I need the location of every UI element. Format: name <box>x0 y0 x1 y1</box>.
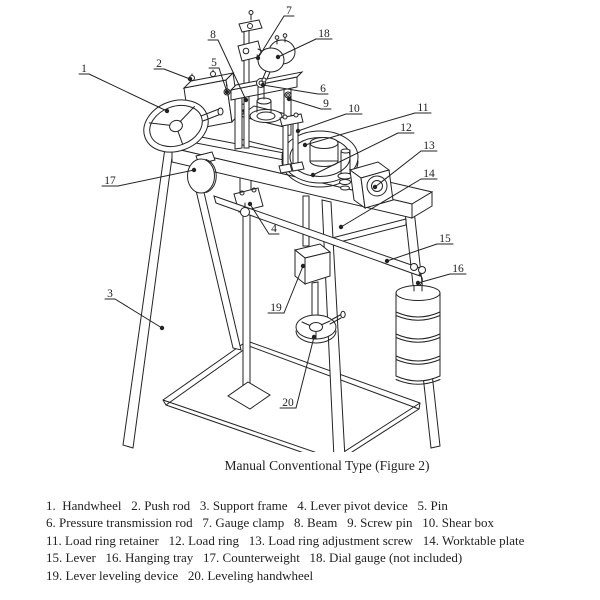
callout-17-leader <box>117 169 195 187</box>
rod-top-bracket <box>238 10 263 33</box>
callout-13-leader <box>374 150 422 188</box>
callout-5-dot <box>224 89 230 95</box>
callout-6-leader <box>262 84 319 95</box>
legend-line-4: 15. Lever 16. Hanging tray 17. Counterwe… <box>46 550 463 566</box>
callout-20-dot <box>311 334 317 340</box>
counterweight <box>187 151 217 194</box>
callout-18-leader <box>277 38 317 58</box>
callout-14-leader <box>340 178 422 228</box>
callout-6-number: 6 <box>320 83 326 95</box>
callout-19-leader <box>283 265 304 314</box>
dial-gauge <box>257 33 296 83</box>
callout-9-number: 9 <box>323 98 329 110</box>
callout-18-dot <box>275 54 281 60</box>
pivot-rod <box>227 212 271 410</box>
callout-11-dot <box>302 142 308 148</box>
callout-5-number: 5 <box>211 57 217 69</box>
callout-15-dot <box>384 258 390 264</box>
callout-4-leader <box>249 203 270 235</box>
callout-18-number: 18 <box>318 28 330 40</box>
callout-12-number: 12 <box>400 122 412 134</box>
legend-line-3: 11. Load ring retainer 12. Load ring 13.… <box>46 532 525 548</box>
callout-5-leader <box>218 67 228 93</box>
callout-4-number: 4 <box>271 223 277 235</box>
callout-2-leader <box>163 68 191 80</box>
callout-16-number: 16 <box>452 263 464 275</box>
callout-1-dot <box>164 108 170 114</box>
callout-2-dot <box>187 76 193 82</box>
callout-7-dot <box>255 55 261 61</box>
callout-10-number: 10 <box>348 103 360 115</box>
callout-19-dot <box>300 263 306 269</box>
callout-12-dot <box>310 172 316 178</box>
table-apron <box>331 218 407 245</box>
legend-line-5: 19. Lever leveling device 20. Leveling h… <box>46 567 314 583</box>
callout-17-dot <box>191 167 197 173</box>
callout-7-leader <box>257 15 285 59</box>
callout-11-number: 11 <box>417 102 428 114</box>
callout-3-leader <box>114 298 163 329</box>
callout-1-leader <box>88 73 168 112</box>
callout-8-leader <box>217 39 247 101</box>
callout-8-number: 8 <box>210 29 216 41</box>
ring-connector <box>337 148 353 191</box>
handwheel <box>143 99 224 153</box>
legend-line-2: 6. Pressure transmission rod 7. Gauge cl… <box>46 515 495 531</box>
callout-1-number: 1 <box>81 63 87 75</box>
load-ring-adjustment-screw <box>348 161 394 210</box>
callout-12-leader <box>312 132 399 176</box>
callout-7-number: 7 <box>286 5 292 17</box>
figure-caption: Manual Conventional Type (Figure 2) <box>224 458 430 473</box>
callout-14-number: 14 <box>423 168 435 180</box>
callout-15-number: 15 <box>439 233 451 245</box>
callout-3-number: 3 <box>107 288 113 300</box>
callout-6-dot <box>260 82 266 88</box>
parts-legend: 1. Handwheel 2. Push rod 3. Support fram… <box>46 497 576 584</box>
callout-3-dot <box>159 325 165 331</box>
load-ring <box>281 130 359 188</box>
callout-10-leader <box>297 113 347 132</box>
callout-16-leader <box>417 273 451 284</box>
callout-4-dot <box>247 201 253 207</box>
callout-15-leader <box>386 243 438 262</box>
pivot-knob <box>240 202 250 217</box>
callout-9-leader <box>288 98 322 110</box>
callout-20-leader <box>295 336 315 409</box>
callout-13-number: 13 <box>423 140 435 152</box>
callout-13-dot <box>372 184 378 190</box>
callout-11-leader <box>304 112 416 146</box>
weight-stack <box>395 285 441 385</box>
legend-line-1: 1. Handwheel 2. Push rod 3. Support fram… <box>46 498 448 513</box>
callout-19-number: 19 <box>270 302 282 314</box>
callout-9-dot <box>286 96 292 102</box>
callout-20-number: 20 <box>282 397 294 409</box>
callout-10-dot <box>295 128 301 134</box>
callout-8-dot <box>243 97 249 103</box>
callout-2-number: 2 <box>156 58 162 70</box>
lever-leveling-device <box>293 195 332 319</box>
callout-17-number: 17 <box>104 175 116 187</box>
callout-14-dot <box>338 224 344 230</box>
callout-16-dot <box>415 280 421 286</box>
lever <box>213 195 421 277</box>
